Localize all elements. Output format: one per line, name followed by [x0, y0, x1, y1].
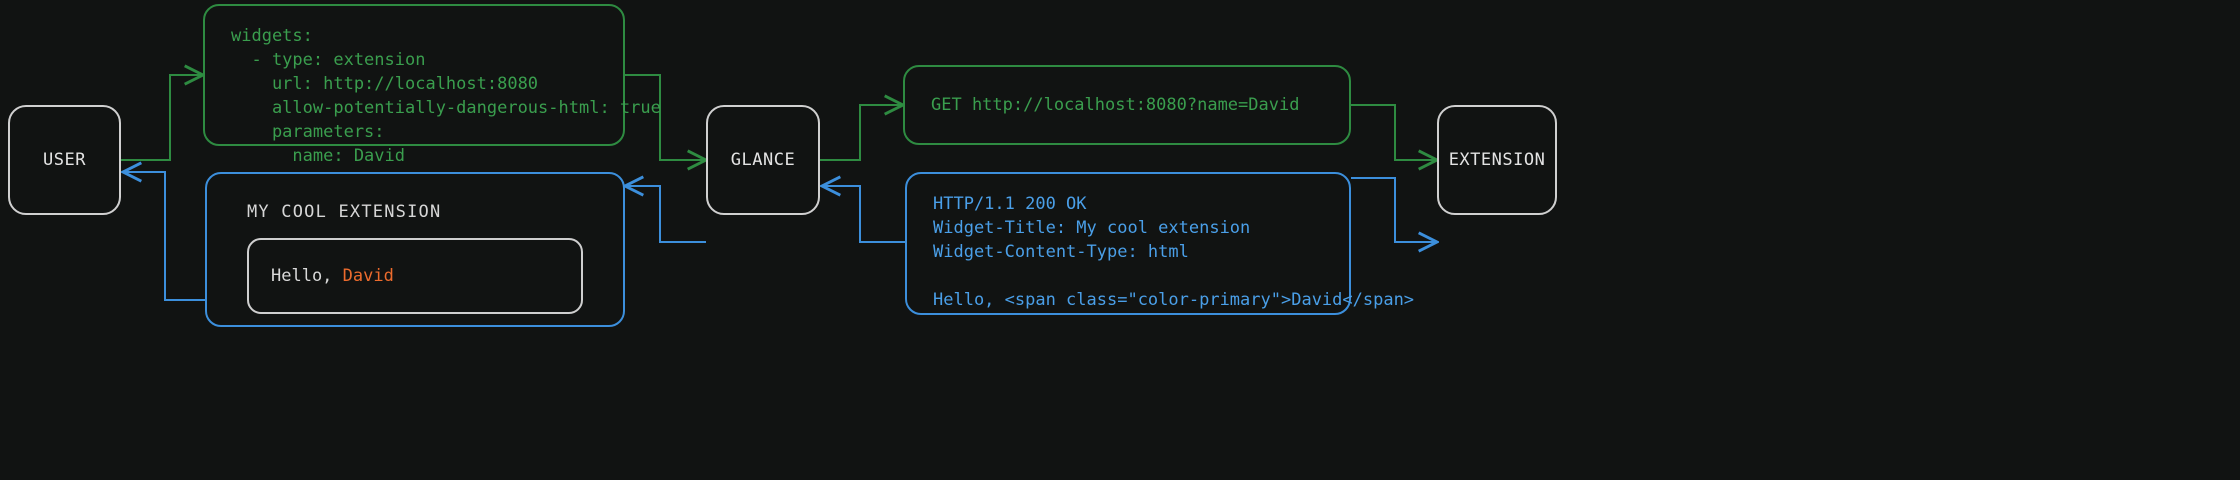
connector-user-to-config — [121, 75, 203, 161]
connector-extension-to-response — [1351, 177, 1437, 242]
connector-config-to-glance — [625, 74, 706, 160]
node-extension-label: EXTENSION — [1448, 150, 1546, 170]
response-line-blank — [933, 264, 1323, 288]
config-line: url: http://localhost:8080 — [231, 74, 539, 94]
connector-glance-to-widget — [625, 186, 706, 243]
config-yaml-block: widgets: - type: extension url: http://l… — [203, 4, 661, 166]
http-request-block: GET http://localhost:8080?name=David — [903, 65, 1351, 145]
connector-request-to-extension — [1351, 104, 1437, 160]
connector-response-to-glance — [822, 186, 905, 243]
request-line: GET http://localhost:8080?name=David — [931, 95, 1300, 115]
node-extension[interactable]: EXTENSION — [1437, 105, 1557, 215]
config-line: allow-potentially-dangerous-html: true — [231, 98, 661, 118]
config-line: widgets: — [231, 26, 313, 46]
widget-greeting-name: David — [342, 266, 394, 286]
response-line: HTTP/1.1 200 OK — [933, 194, 1087, 214]
config-line: parameters: — [231, 122, 385, 142]
response-line: Widget-Content-Type: html — [933, 242, 1189, 262]
widget-title: MY COOL EXTENSION — [247, 202, 442, 222]
node-user-label: USER — [43, 150, 86, 170]
node-glance-label: GLANCE — [730, 150, 796, 170]
connector-widget-to-user — [123, 172, 205, 301]
connector-glance-to-request — [820, 105, 903, 161]
node-glance[interactable]: GLANCE — [706, 105, 820, 215]
config-line: name: David — [231, 146, 405, 166]
config-line: - type: extension — [231, 50, 426, 70]
widget-body: Hello, David — [247, 238, 583, 314]
widget-greeting-text: Hello, — [271, 266, 343, 286]
http-response-block: HTTP/1.1 200 OK Widget-Title: My cool ex… — [905, 172, 1415, 315]
response-line: Widget-Title: My cool extension — [933, 218, 1251, 238]
rendered-widget-card: MY COOL EXTENSION Hello, David — [205, 172, 625, 327]
response-line: Hello, <span class="color-primary">David… — [933, 290, 1415, 310]
node-user[interactable]: USER — [8, 105, 121, 215]
